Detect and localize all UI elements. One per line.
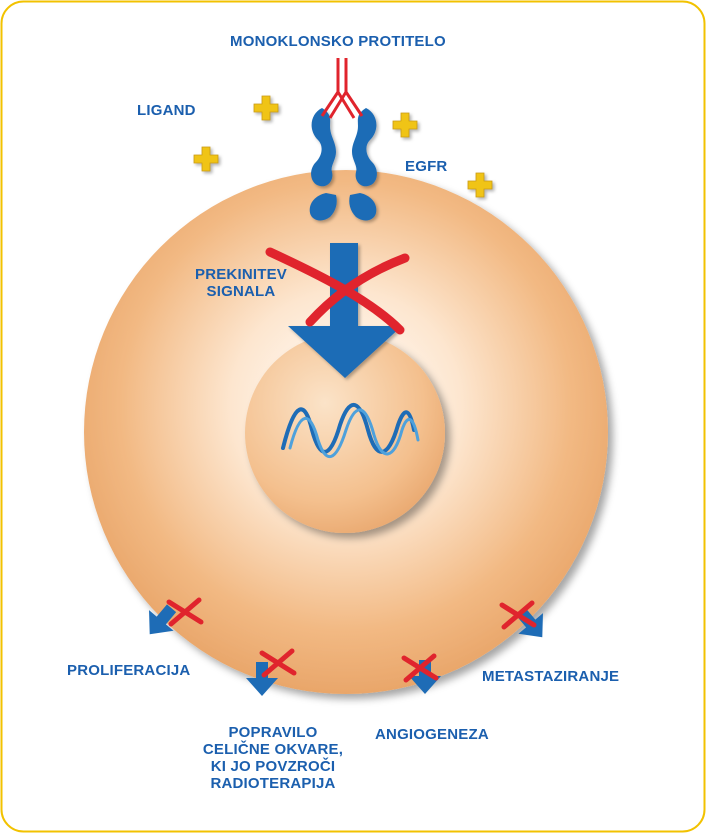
ligand-label: LIGAND	[137, 102, 196, 119]
repair-label: POPRAVILO CELIČNE OKVARE, KI JO POVZROČI…	[198, 724, 348, 792]
repair-line1: POPRAVILO	[198, 724, 348, 741]
egfr-label: EGFR	[405, 158, 447, 175]
block-signal-line2: SIGNALA	[191, 283, 291, 300]
block-signal-label: PREKINITEV SIGNALA	[191, 266, 291, 300]
repair-line2: CELIČNE OKVARE,	[198, 741, 348, 758]
antibody-label: MONOKLONSKO PROTITELO	[230, 33, 446, 50]
block-signal-line1: PREKINITEV	[191, 266, 291, 283]
proliferation-label: PROLIFERACIJA	[67, 662, 190, 679]
repair-line3: KI JO POVZROČI	[198, 758, 348, 775]
metastasis-label: METASTAZIRANJE	[482, 668, 619, 685]
repair-line4: RADIOTERAPIJA	[198, 775, 348, 792]
angiogenesis-label: ANGIOGENEZA	[375, 726, 489, 743]
